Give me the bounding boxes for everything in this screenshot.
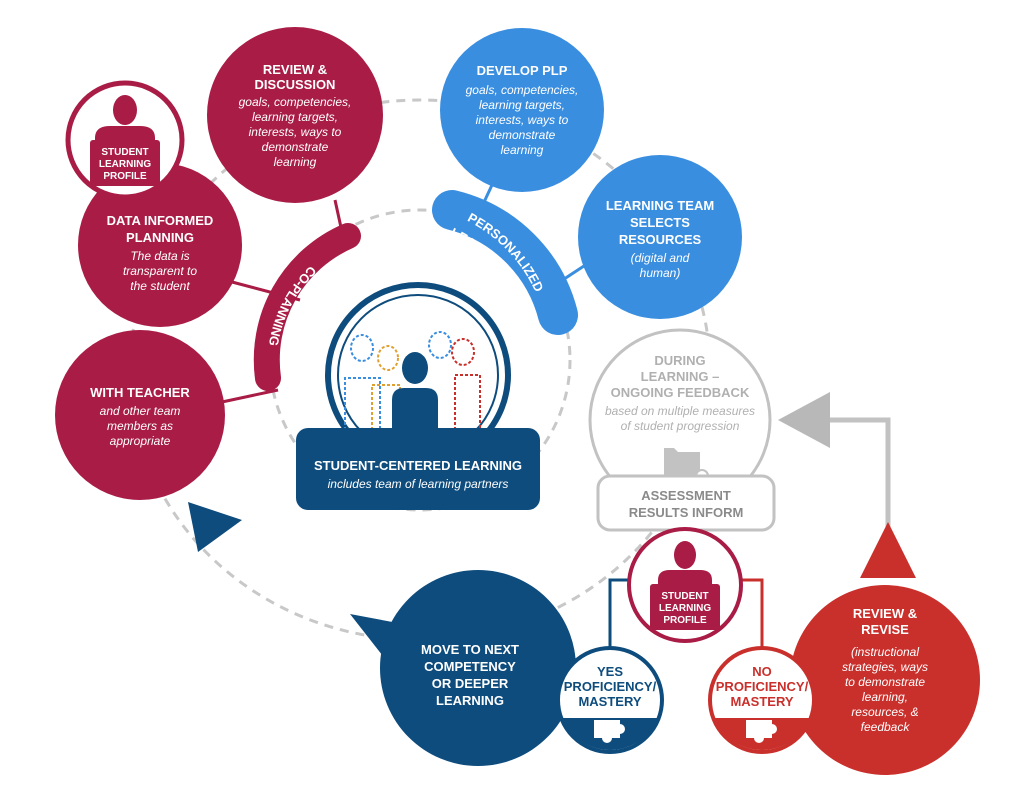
review-revise-body-5: resources, & xyxy=(851,705,918,719)
profile-bottom-label-2: LEARNING xyxy=(659,603,711,614)
develop-plp-body-5: learning xyxy=(501,143,544,157)
develop-plp-node: DEVELOP PLP goals, competencies, learnin… xyxy=(440,28,604,192)
with-teacher-body-3: appropriate xyxy=(110,434,171,448)
data-planning-body-1: The data is xyxy=(130,249,189,263)
profile-bottom-label-3: PROFILE xyxy=(663,615,707,626)
profile-top-label-1: STUDENT xyxy=(101,147,148,158)
review-discussion-body-1: goals, competencies, xyxy=(239,95,352,109)
profile-top-label-2: LEARNING xyxy=(99,159,151,170)
person-icon xyxy=(674,541,696,569)
review-revise-body-1: (instructional xyxy=(851,645,919,659)
yes-mastery-node: YES PROFICIENCY/ MASTERY xyxy=(556,646,664,754)
with-teacher-title: WITH TEACHER xyxy=(90,385,190,400)
develop-plp-body-1: goals, competencies, xyxy=(466,83,579,97)
data-planning-title-1: DATA INFORMED xyxy=(107,213,214,228)
learning-team-title-2: SELECTS xyxy=(630,215,690,230)
move-next-3: OR DEEPER xyxy=(432,676,509,691)
move-next-2: COMPETENCY xyxy=(424,659,516,674)
assessment-label-1: ASSESSMENT xyxy=(641,488,731,503)
review-discussion-body-3: interests, ways to xyxy=(249,125,342,139)
student-profile-bottom: STUDENT LEARNING PROFILE xyxy=(627,527,743,643)
co-planning-band xyxy=(253,223,361,391)
develop-plp-body-3: interests, ways to xyxy=(476,113,569,127)
develop-plp-title: DEVELOP PLP xyxy=(477,63,568,78)
move-next-4: LEARNING xyxy=(436,693,504,708)
review-discussion-body-4: demonstrate xyxy=(262,140,329,154)
learning-team-title-1: LEARNING TEAM xyxy=(606,198,714,213)
profile-top-label-3: PROFILE xyxy=(103,171,147,182)
review-revise-body-6: feedback xyxy=(861,720,911,734)
center-subtitle: includes team of learning partners xyxy=(328,477,509,491)
student-profile-top: STUDENT LEARNING PROFILE xyxy=(65,80,185,200)
arrow-up-red xyxy=(860,522,916,578)
ongoing-body-2: of student progression xyxy=(621,419,740,433)
yes-label-1: YES xyxy=(597,664,623,679)
review-discussion-node: REVIEW & DISCUSSION goals, competencies,… xyxy=(207,27,383,203)
data-planning-body-2: transparent to xyxy=(123,264,197,278)
profile-bottom-label-1: STUDENT xyxy=(661,591,708,602)
develop-plp-body-2: learning targets, xyxy=(479,98,565,112)
ongoing-title-3: ONGOING FEEDBACK xyxy=(611,385,750,400)
learning-team-body-2: human) xyxy=(640,266,681,280)
person-icon xyxy=(113,95,137,125)
student-centered-node: STUDENT-CENTERED LEARNING includes team … xyxy=(296,282,540,510)
yes-label-2: PROFICIENCY/ xyxy=(564,679,657,694)
data-planning-body-3: the student xyxy=(130,279,190,293)
learning-team-body-1: (digital and xyxy=(631,251,690,265)
ongoing-title-1: DURING xyxy=(654,353,705,368)
learning-team-node: LEARNING TEAM SELECTS RESOURCES (digital… xyxy=(578,155,742,319)
review-revise-body-4: learning, xyxy=(862,690,908,704)
with-teacher-node: WITH TEACHER and other team members as a… xyxy=(55,330,225,500)
no-label-3: MASTERY xyxy=(730,694,793,709)
arrow-up-blue-left xyxy=(188,502,242,552)
review-discussion-body-5: learning xyxy=(274,155,317,169)
ongoing-feedback-node: DURING LEARNING – ONGOING FEEDBACK based… xyxy=(588,328,776,532)
review-revise-body-2: strategies, ways xyxy=(842,660,928,674)
data-planning-title-2: PLANNING xyxy=(126,230,194,245)
review-revise-body-3: to demonstrate xyxy=(845,675,925,689)
review-discussion-title-2: DISCUSSION xyxy=(255,77,336,92)
ongoing-body-1: based on multiple measures xyxy=(605,404,755,418)
review-revise-node: REVIEW & REVISE (instructional strategie… xyxy=(790,585,980,775)
review-revise-title-1: REVIEW & xyxy=(853,606,917,621)
move-next-node: MOVE TO NEXT COMPETENCY OR DEEPER LEARNI… xyxy=(380,570,576,766)
no-mastery-node: NO PROFICIENCY/ MASTERY xyxy=(708,646,816,754)
with-teacher-body-1: and other team xyxy=(100,404,181,418)
no-label-1: NO xyxy=(752,664,772,679)
puzzle-piece-icon xyxy=(746,720,777,743)
no-label-2: PROFICIENCY/ xyxy=(716,679,809,694)
review-discussion-body-2: learning targets, xyxy=(252,110,338,124)
learning-team-title-3: RESOURCES xyxy=(619,232,702,247)
yes-label-3: MASTERY xyxy=(578,694,641,709)
ongoing-title-2: LEARNING – xyxy=(641,369,720,384)
with-teacher-body-2: members as xyxy=(107,419,173,433)
data-planning-node: DATA INFORMED PLANNING The data is trans… xyxy=(78,163,242,327)
develop-plp-body-4: demonstrate xyxy=(489,128,556,142)
connectors xyxy=(221,184,891,660)
review-discussion-title-1: REVIEW & xyxy=(263,62,327,77)
puzzle-piece-icon xyxy=(594,720,625,743)
move-next-1: MOVE TO NEXT xyxy=(421,642,519,657)
learning-partners-icon xyxy=(344,331,481,432)
arrow-left-gray xyxy=(778,392,830,448)
center-title: STUDENT-CENTERED LEARNING xyxy=(314,458,522,473)
assessment-label-2: RESULTS INFORM xyxy=(629,505,744,520)
review-revise-title-2: REVISE xyxy=(861,622,909,637)
plp-band xyxy=(432,190,578,335)
